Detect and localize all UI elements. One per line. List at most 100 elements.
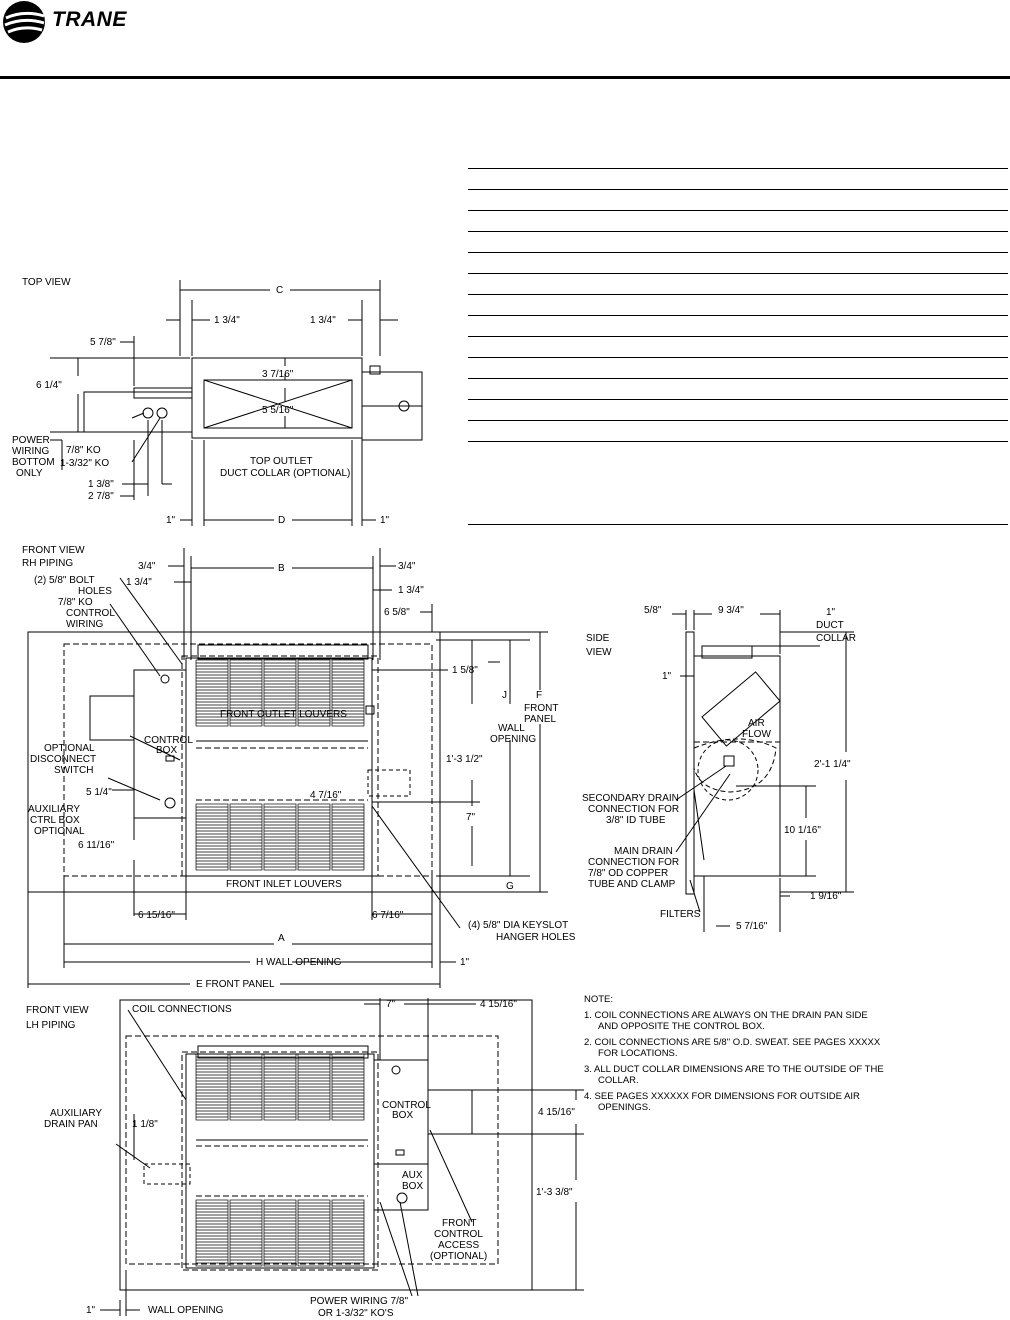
main-drain-label-3: 7/8" OD COPPER xyxy=(588,868,668,879)
table-row-line xyxy=(468,210,1008,211)
rh-piping-title: RH PIPING xyxy=(22,558,73,569)
power-wiring-label-2: WIRING xyxy=(12,446,49,457)
aux-drain-label-1: AUXILIARY xyxy=(50,1108,102,1119)
note-item-1: 1. COIL CONNECTIONS ARE ALWAYS ON THE DR… xyxy=(584,1010,868,1032)
dim-6-716: 6 7/16" xyxy=(372,910,404,921)
front-control-label-3: ACCESS xyxy=(438,1240,479,1251)
table-row-line xyxy=(468,315,1008,316)
table-row-line xyxy=(468,357,1008,358)
dim-a: A xyxy=(278,933,285,944)
table-row-line xyxy=(468,231,1008,232)
control-box-label-2: BOX xyxy=(156,745,177,756)
j-wall-label-2: WALL xyxy=(498,723,525,734)
top-outlet-label-1: TOP OUTLET xyxy=(250,456,312,467)
dim-1-lh: 1" xyxy=(86,1305,96,1316)
aux-box-label-1: AUX xyxy=(402,1170,423,1181)
dim-1-916: 1 9/16" xyxy=(810,891,842,902)
power-wiring-label-3: BOTTOM xyxy=(12,457,55,468)
table-row-line xyxy=(468,378,1008,379)
drawing-labels: TOP VIEW C 1 3/4" 1 3/4" 5 7/8" 6 1/4" 3… xyxy=(12,277,856,1319)
keyslot-label-1: (4) 5/8" DIA KEYSLOT xyxy=(468,920,568,931)
dim-5-516: 5 5/16" xyxy=(262,405,294,416)
dim-5-716: 5 7/16" xyxy=(736,921,768,932)
brand-name: TRANE xyxy=(52,8,127,31)
dim-7-rh: 7" xyxy=(466,812,476,823)
front-control-label-1: FRONT xyxy=(442,1218,476,1229)
dim-d: D xyxy=(278,515,285,526)
dim-7-lh: 7" xyxy=(386,999,396,1010)
h-wall-opening-label: H WALL OPENING xyxy=(256,957,342,968)
dim-6-1116: 6 11/16" xyxy=(78,840,115,851)
dim-1-right: 1" xyxy=(380,515,390,526)
j-wall-label-1: J xyxy=(502,690,507,701)
dim-1-34-right: 1 3/4" xyxy=(310,315,336,326)
table-row-line xyxy=(468,420,1008,421)
ko-control-label-1: 7/8" KO xyxy=(58,597,93,608)
dim-g: G xyxy=(506,881,514,892)
front-control-label-2: CONTROL xyxy=(434,1229,483,1240)
dim-c: C xyxy=(276,285,283,296)
aux-ctrl-label-1: AUXILIARY xyxy=(28,804,80,815)
secondary-drain-label-2: CONNECTION FOR xyxy=(588,804,679,815)
e-front-panel-label: E FRONT PANEL xyxy=(196,979,275,990)
dim-1-left: 1" xyxy=(166,515,176,526)
f-front-label-2: FRONT xyxy=(524,703,558,714)
note-item-4: 4. SEE PAGES XXXXXX FOR DIMENSIONS FOR O… xyxy=(584,1091,860,1113)
wall-opening-label: WALL OPENING xyxy=(148,1305,224,1316)
control-box-label-1: CONTROL xyxy=(144,735,193,746)
dim-1-38: 1 3/8" xyxy=(88,479,114,490)
note-item-3: 3. ALL DUCT COLLAR DIMENSIONS ARE TO THE… xyxy=(584,1064,884,1086)
lh-piping-title: LH PIPING xyxy=(26,1020,76,1031)
side-view-title-2: VIEW xyxy=(586,647,612,658)
bolt-holes-label-2: HOLES xyxy=(78,586,112,597)
duct-collar-label-2: DUCT xyxy=(816,620,844,631)
table-row-line xyxy=(468,273,1008,274)
ko-control-label-3: WIRING xyxy=(66,619,103,630)
dim-1-34-fv-left: 1 3/4" xyxy=(126,577,152,588)
notes-block: NOTE: 1. COIL CONNECTIONS ARE ALWAYS ON … xyxy=(584,994,884,1113)
keyslot-label-2: HANGER HOLES xyxy=(496,932,576,943)
dim-b: B xyxy=(278,563,285,574)
front-control-label-4: (OPTIONAL) xyxy=(430,1251,487,1262)
dim-6-14: 6 1/4" xyxy=(36,380,62,391)
front-view-lh xyxy=(100,998,584,1316)
j-wall-label-3: OPENING xyxy=(490,734,536,745)
dim-1-34-left: 1 3/4" xyxy=(214,315,240,326)
dim-3-716: 3 7/16" xyxy=(262,369,294,380)
louver-grids xyxy=(195,659,365,1267)
power-wiring-label-4: ONLY xyxy=(16,468,43,479)
dimension-table xyxy=(468,168,1008,526)
dim-2-78: 2 7/8" xyxy=(88,491,114,502)
dim-1-wall: 1" xyxy=(460,957,470,968)
dim-34-right: 3/4" xyxy=(398,561,416,572)
air-flow-label-2: FLOW xyxy=(742,729,771,740)
power-wiring-label-1: POWER xyxy=(12,435,50,446)
trane-logo xyxy=(3,1,45,43)
front-view-lh-title: FRONT VIEW xyxy=(26,1005,89,1016)
aux-ctrl-label-2: CTRL BOX xyxy=(30,815,80,826)
table-bottom-line xyxy=(468,524,1008,525)
table-row-line xyxy=(468,168,1008,169)
dim-5-14: 5 1/4" xyxy=(86,787,112,798)
front-view-rh xyxy=(27,548,548,988)
bolt-holes-label-1: (2) 5/8" BOLT xyxy=(34,575,95,586)
dim-4-716: 4 7/16" xyxy=(310,790,342,801)
air-flow-label-1: AIR xyxy=(748,718,765,729)
aux-drain-label-2: DRAIN PAN xyxy=(44,1119,98,1130)
dim-1-3-38: 1'-3 3/8" xyxy=(536,1187,573,1198)
filters-label: FILTERS xyxy=(660,909,701,920)
ko-7-8-label: 7/8" KO xyxy=(66,445,101,456)
table-row-line xyxy=(468,252,1008,253)
dim-58: 5/8" xyxy=(644,605,662,616)
secondary-drain-label-1: SECONDARY DRAIN xyxy=(582,793,679,804)
dim-5-78: 5 7/8" xyxy=(90,337,116,348)
ko-1-332-label: 1-3/32" KO xyxy=(60,458,109,469)
dim-34-left: 3/4" xyxy=(138,561,156,572)
dim-1-34-fv-right: 1 3/4" xyxy=(398,585,424,596)
dim-1-3-12: 1'-3 1/2" xyxy=(446,754,483,765)
main-drain-label-1: MAIN DRAIN xyxy=(614,846,673,857)
f-front-label-1: F xyxy=(536,690,542,701)
side-view-title-1: SIDE xyxy=(586,633,610,644)
aux-ctrl-label-3: OPTIONAL xyxy=(34,826,85,837)
